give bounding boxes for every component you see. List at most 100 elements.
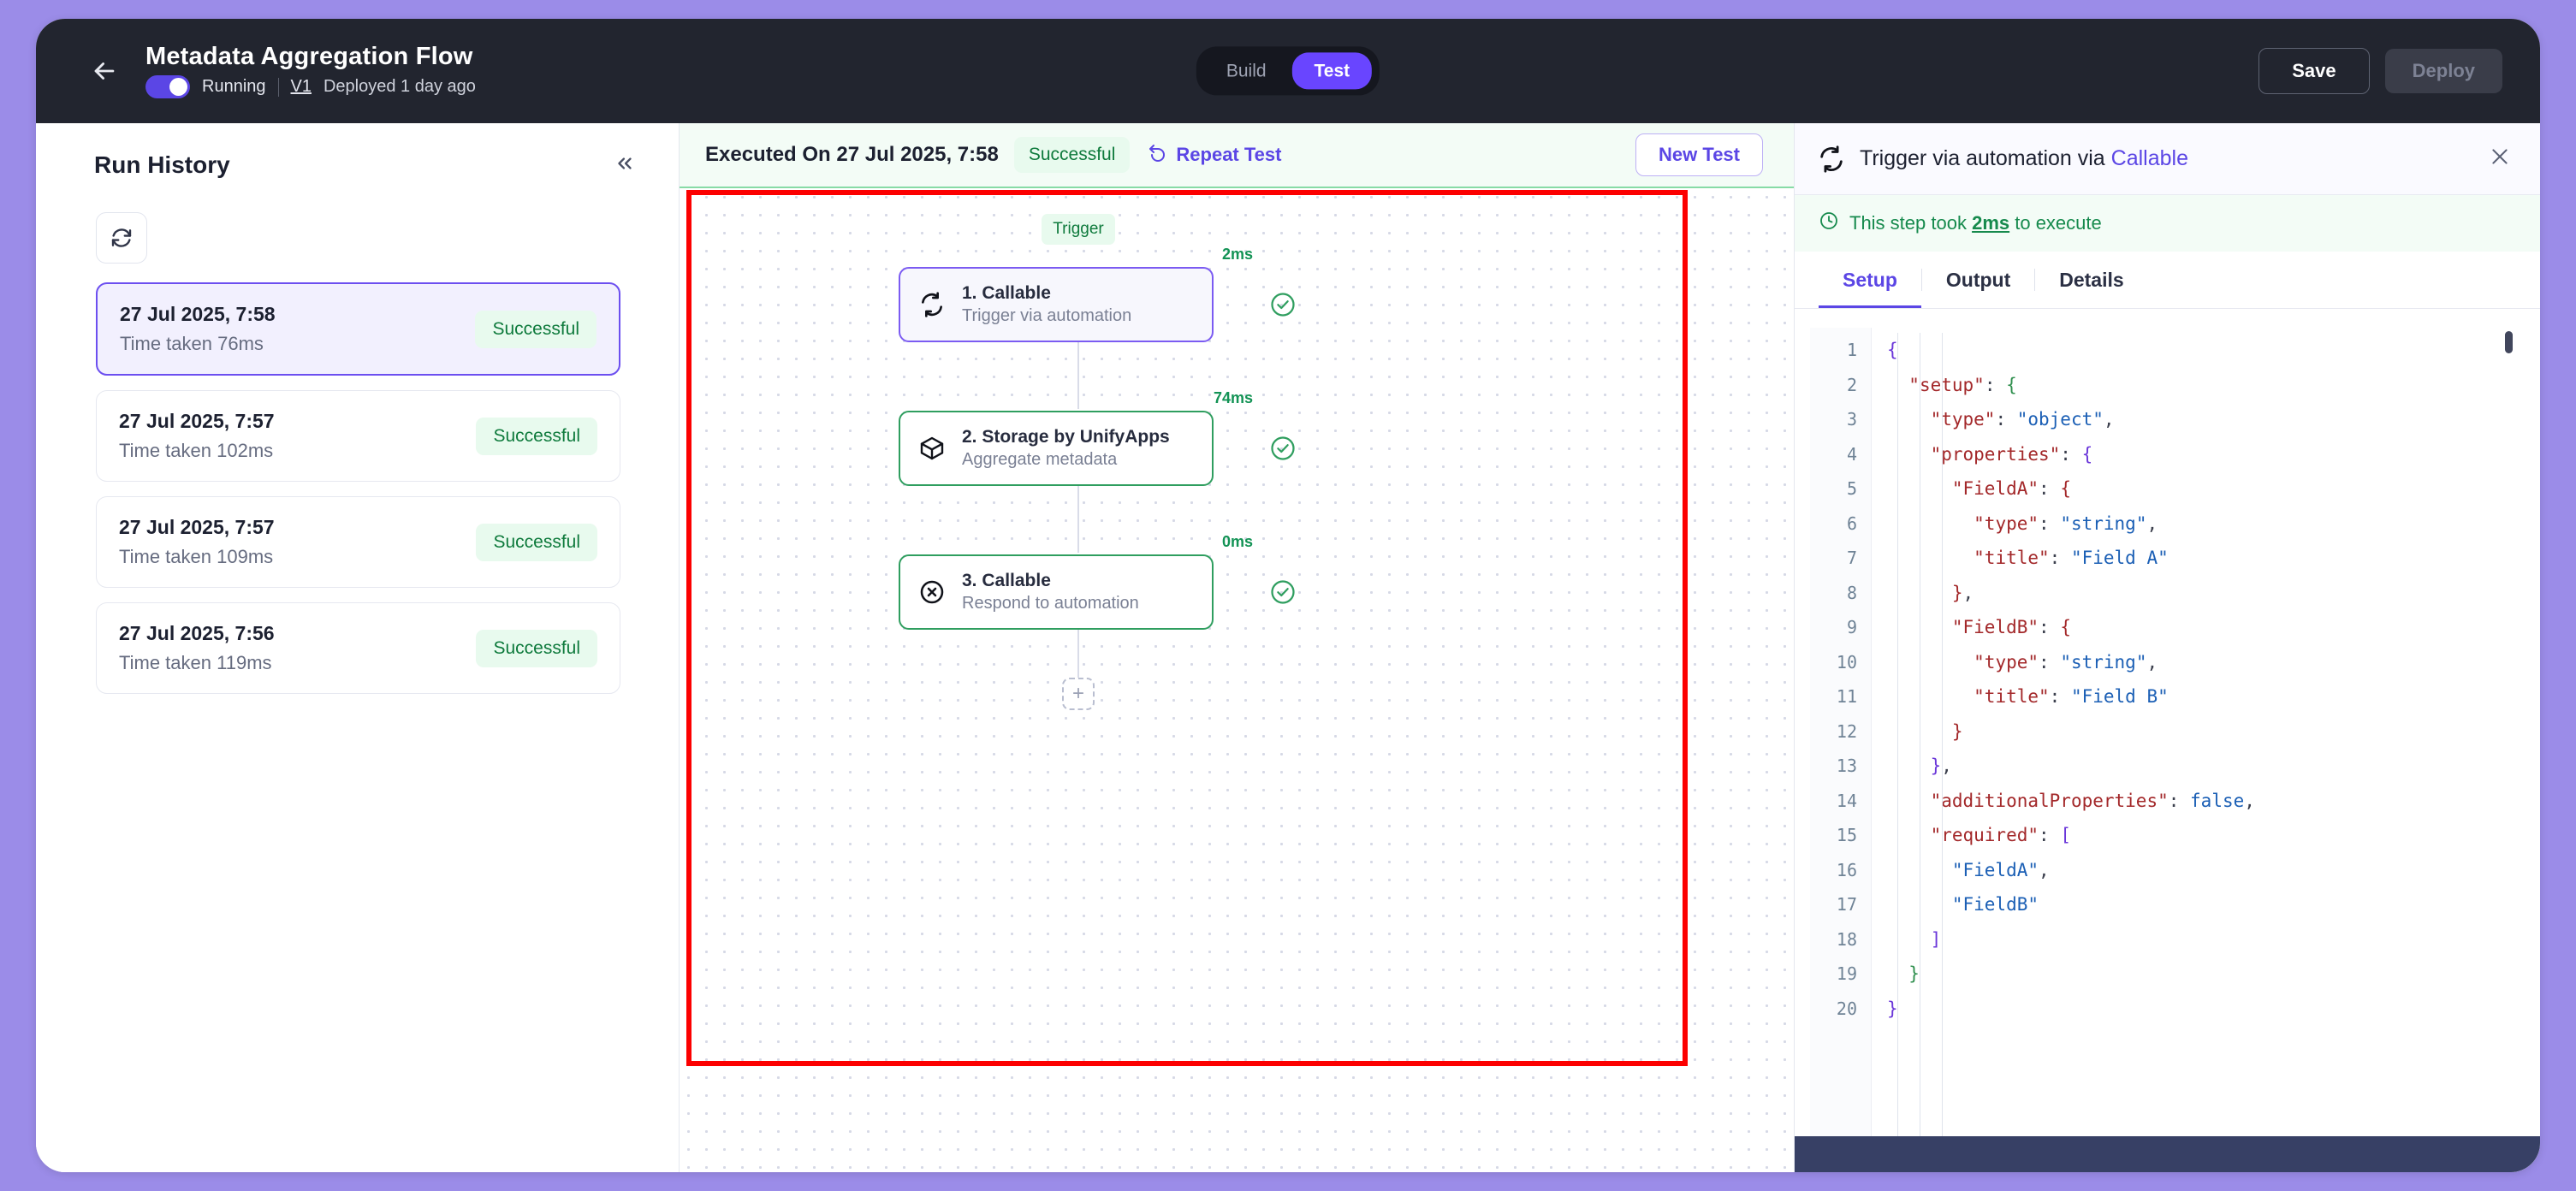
tab-details[interactable]: Details	[2059, 269, 2124, 291]
code-line: "FieldB"	[1951, 894, 2039, 915]
flow-node-callable-trigger[interactable]: 1. Callable Trigger via automation	[899, 267, 1214, 342]
node-text: 1. Callable Trigger via automation	[962, 283, 1131, 326]
node-connector	[1077, 486, 1079, 553]
top-actions: Save Deploy	[2258, 48, 2502, 94]
refresh-button[interactable]	[96, 212, 147, 264]
flow-node-callable-respond[interactable]: 3. Callable Respond to automation	[899, 554, 1214, 630]
status-badge: Successful	[475, 310, 597, 348]
run-list: 27 Jul 2025, 7:58 Time taken 76ms Succes…	[36, 264, 679, 694]
code-line-number: 15	[1836, 825, 1857, 845]
add-node-button[interactable]: +	[1062, 678, 1095, 710]
sync-automation-icon	[917, 290, 947, 319]
run-duration: Time taken 102ms	[119, 440, 274, 461]
run-meta: 27 Jul 2025, 7:58 Time taken 76ms	[120, 303, 276, 355]
flow-title-block: Metadata Aggregation Flow Running V1 Dep…	[145, 43, 476, 99]
check-circle-icon	[1270, 292, 1296, 317]
code-line: "properties": {	[1930, 443, 2093, 465]
top-bar: Metadata Aggregation Flow Running V1 Dep…	[36, 19, 2540, 123]
code-line-number: 10	[1836, 651, 1857, 673]
code-content[interactable]: { "setup": { "type": "object", "properti…	[1872, 328, 2514, 1136]
timing-prefix: This step took	[1849, 212, 1973, 234]
build-test-switch: Build Test	[1196, 46, 1380, 96]
code-line-number: 17	[1836, 894, 1857, 915]
code-line: "title": "Field B"	[1974, 686, 2169, 707]
deployed-text: Deployed 1 day ago	[323, 77, 476, 97]
trigger-pill: Trigger	[1042, 214, 1115, 245]
code-line: "type": "string",	[1974, 513, 2158, 534]
code-line: "additionalProperties": false,	[1930, 790, 2255, 811]
executed-on-text: Executed On 27 Jul 2025, 7:58	[705, 143, 999, 166]
flow-canvas-wrap: Trigger 2ms 1. Callable Trigger via au	[680, 188, 1794, 1172]
node-connector	[1077, 342, 1079, 409]
code-line-number: 5	[1846, 478, 1857, 499]
tab-build[interactable]: Build	[1226, 61, 1267, 81]
code-scrollbar[interactable]	[2505, 331, 2513, 353]
code-line-number: 18	[1836, 928, 1857, 950]
x-circle-icon	[917, 578, 947, 607]
run-timestamp: 27 Jul 2025, 7:57	[119, 410, 275, 432]
code-line-number: 1	[1846, 340, 1857, 360]
running-toggle[interactable]	[145, 75, 190, 99]
clock-icon	[1819, 210, 1839, 236]
code-line: "title": "Field A"	[1974, 548, 2169, 568]
node-text: 2. Storage by UnifyApps Aggregate metada…	[962, 427, 1170, 470]
timing-text: This step took 2ms to execute	[1849, 212, 2102, 234]
flow-node-1-wrap: 2ms 1. Callable Trigger via automation	[899, 246, 1295, 342]
node-duration: 0ms	[1221, 533, 1253, 550]
run-history-item[interactable]: 27 Jul 2025, 7:57 Time taken 109ms Succe…	[96, 496, 620, 588]
code-line-number: 13	[1836, 755, 1857, 776]
panel-tabs: Setup Output Details	[1795, 252, 2540, 309]
code-line: "type": "string",	[1974, 651, 2158, 673]
flow-canvas[interactable]: Trigger 2ms 1. Callable Trigger via au	[680, 188, 1794, 1172]
run-duration: Time taken 109ms	[119, 546, 274, 567]
code-line-number: 19	[1836, 963, 1857, 984]
code-line: "FieldA": {	[1951, 478, 2071, 499]
flow-status-row: Running V1 Deployed 1 day ago	[145, 75, 476, 99]
code-line-number: 3	[1846, 409, 1857, 430]
running-label: Running	[202, 77, 266, 97]
deploy-button[interactable]: Deploy	[2384, 49, 2502, 93]
version-link[interactable]: V1	[290, 77, 312, 97]
timing-value: 2ms	[1972, 212, 2010, 234]
panel-footer	[1795, 1136, 2540, 1172]
back-arrow-icon[interactable]	[86, 52, 123, 90]
code-line: "setup": {	[1908, 374, 2017, 395]
code-line: "FieldB": {	[1951, 617, 2071, 637]
new-test-button[interactable]: New Test	[1635, 133, 1763, 176]
flow-node-storage-unifyapps[interactable]: 2. Storage by UnifyApps Aggregate metada…	[899, 411, 1214, 486]
code-line-number: 6	[1846, 513, 1857, 534]
repeat-test-button[interactable]: Repeat Test	[1147, 142, 1281, 168]
close-icon[interactable]	[2484, 140, 2516, 177]
node-duration: 2ms	[1221, 246, 1253, 263]
code-line: }	[1887, 998, 1898, 1019]
step-timing-banner: This step took 2ms to execute	[1795, 195, 2540, 252]
save-button[interactable]: Save	[2258, 48, 2370, 94]
run-history-item[interactable]: 27 Jul 2025, 7:57 Time taken 102ms Succe…	[96, 390, 620, 482]
tab-test[interactable]: Test	[1291, 52, 1373, 90]
node-duration: 74ms	[1213, 389, 1253, 406]
run-timestamp: 27 Jul 2025, 7:58	[120, 303, 276, 325]
box-storage-icon	[917, 434, 947, 463]
code-line: ]	[1930, 928, 1942, 950]
node-subtitle: Aggregate metadata	[962, 450, 1118, 469]
status-badge: Successful	[476, 523, 597, 561]
chevrons-left-icon[interactable]	[607, 149, 643, 181]
code-line: },	[1951, 582, 1974, 603]
tab-setup[interactable]: Setup	[1819, 252, 1921, 308]
code-line: "type": "object",	[1930, 409, 2115, 430]
run-history-item[interactable]: 27 Jul 2025, 7:56 Time taken 119ms Succe…	[96, 602, 620, 694]
status-badge: Successful	[476, 629, 597, 667]
indent-guide	[1897, 333, 1898, 1136]
code-line-number: 12	[1836, 720, 1857, 742]
panel-title-prefix: Trigger via automation via	[1860, 146, 2111, 170]
node-subtitle: Trigger via automation	[962, 306, 1132, 325]
node-title: 1. Callable	[962, 283, 1051, 303]
code-line-number: 16	[1836, 859, 1857, 880]
code-line-number: 14	[1836, 790, 1857, 811]
code-line-number: 2	[1846, 374, 1857, 395]
run-history-item[interactable]: 27 Jul 2025, 7:58 Time taken 76ms Succes…	[96, 282, 620, 376]
node-title: 3. Callable	[962, 571, 1051, 590]
sidebar-title: Run History	[94, 151, 230, 178]
tab-output[interactable]: Output	[1945, 269, 2011, 291]
